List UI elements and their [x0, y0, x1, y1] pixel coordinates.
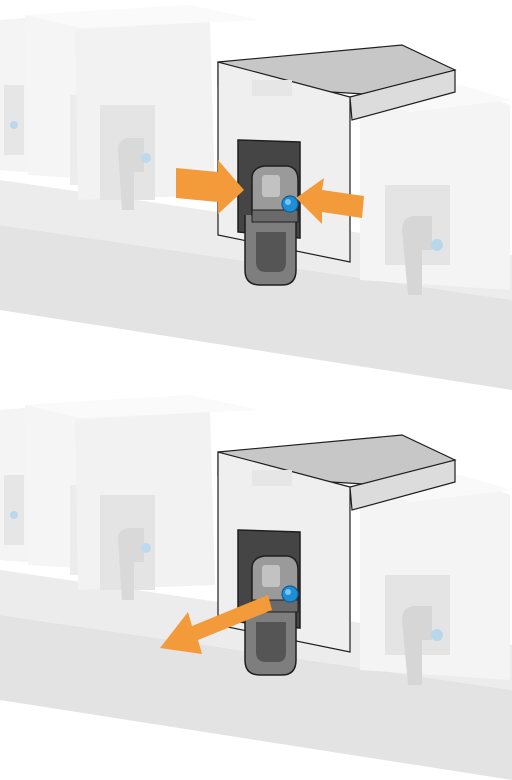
printhead-squeeze-diagram [0, 0, 512, 390]
step-1-illustration [0, 0, 512, 390]
step-2-illustration [0, 390, 512, 780]
printhead-pull-out-diagram [0, 390, 512, 780]
